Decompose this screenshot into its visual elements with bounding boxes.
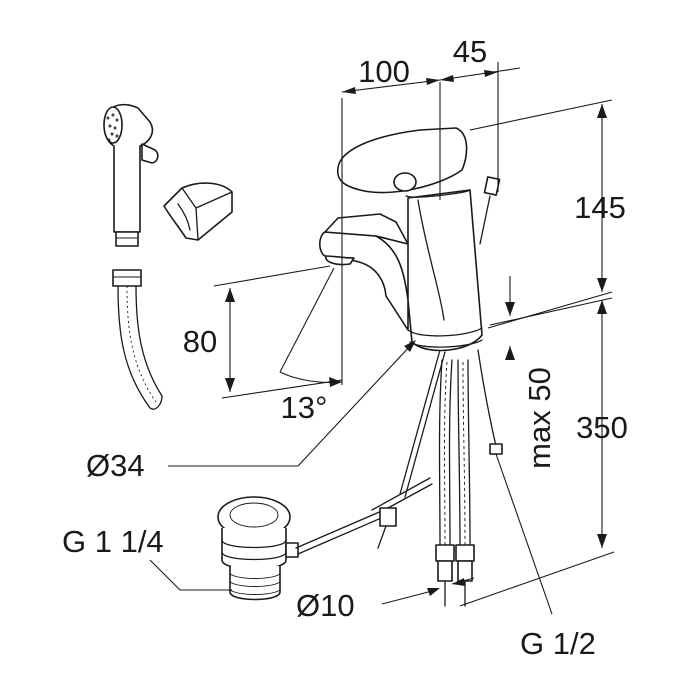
label-145: 145 — [574, 190, 626, 225]
wall-holder — [163, 182, 233, 241]
label-45: 45 — [453, 34, 487, 69]
label-80: 80 — [183, 324, 217, 359]
leader-10 — [381, 577, 475, 605]
label-g-1-1-4: G 1 1/4 — [62, 524, 164, 559]
pop-up-linkage — [295, 349, 446, 555]
pop-up-waste — [217, 496, 299, 601]
label-max-50: max 50 — [522, 367, 557, 469]
hand-shower — [103, 103, 159, 247]
leader-g-1-2 — [495, 453, 553, 615]
label-13-degrees: 13° — [281, 390, 328, 425]
label-diameter-34: Ø34 — [86, 448, 145, 483]
dim-13-angle — [279, 267, 343, 387]
dim-max-50 — [489, 276, 613, 360]
label-350: 350 — [576, 410, 628, 445]
supply-hoses — [435, 349, 503, 607]
dim-145 — [469, 99, 613, 329]
dim-80 — [213, 265, 343, 399]
label-100: 100 — [358, 54, 410, 89]
mixer-body — [318, 127, 501, 352]
leader-34 — [168, 340, 416, 467]
shower-hose — [112, 269, 163, 410]
label-diameter-10: Ø10 — [296, 588, 355, 623]
dim-100-45 — [341, 62, 521, 385]
leader-g-1-1-4 — [149, 559, 232, 591]
dim-350 — [459, 300, 615, 607]
label-g-1-2: G 1/2 — [520, 626, 596, 661]
